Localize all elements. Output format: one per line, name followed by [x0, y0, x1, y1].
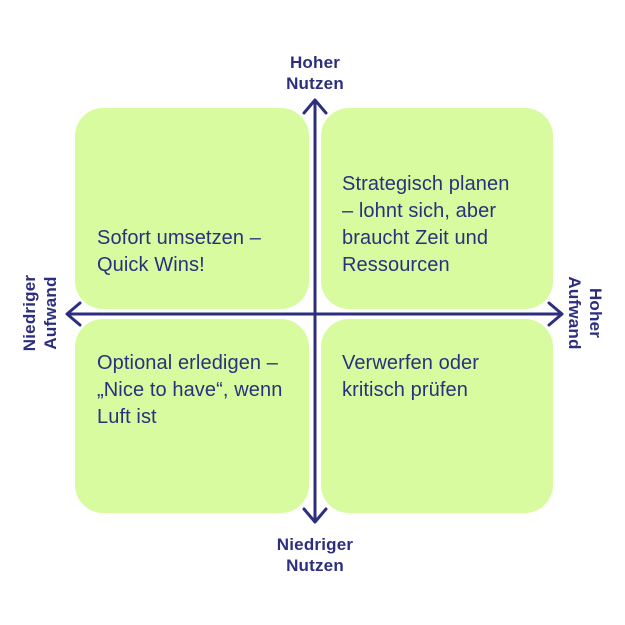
arrow-right-icon	[547, 301, 564, 327]
quadrant-top-left-text: Sofort umsetzen – Quick Wins!	[97, 227, 262, 276]
quadrant-bottom-right-text: Verwerfen oder kritisch prüfen	[342, 352, 480, 401]
axis-label-low-benefit: Niedriger Nutzen	[276, 535, 354, 575]
quadrant-bottom-right: Verwerfen oder kritisch prüfen	[321, 319, 553, 513]
arrow-up-icon	[302, 98, 328, 115]
quadrant-top-right-text: Strategisch planen – lohnt sich, aber br…	[342, 173, 510, 276]
axis-label-low-effort: Niedriger Aufwand	[20, 274, 60, 352]
quadrant-bottom-left: Optional erledigen – „Nice to have“, wen…	[75, 319, 309, 513]
quadrant-bottom-left-text: Optional erledigen – „Nice to have“, wen…	[97, 352, 283, 428]
arrow-down-icon	[302, 507, 328, 524]
arrow-left-icon	[65, 301, 82, 327]
quadrant-top-left: Sofort umsetzen – Quick Wins!	[75, 108, 309, 309]
axis-label-high-effort: Hoher Aufwand	[565, 276, 605, 350]
axis-label-high-benefit: Hoher Nutzen	[286, 53, 344, 93]
quadrant-top-right: Strategisch planen – lohnt sich, aber br…	[321, 108, 553, 309]
